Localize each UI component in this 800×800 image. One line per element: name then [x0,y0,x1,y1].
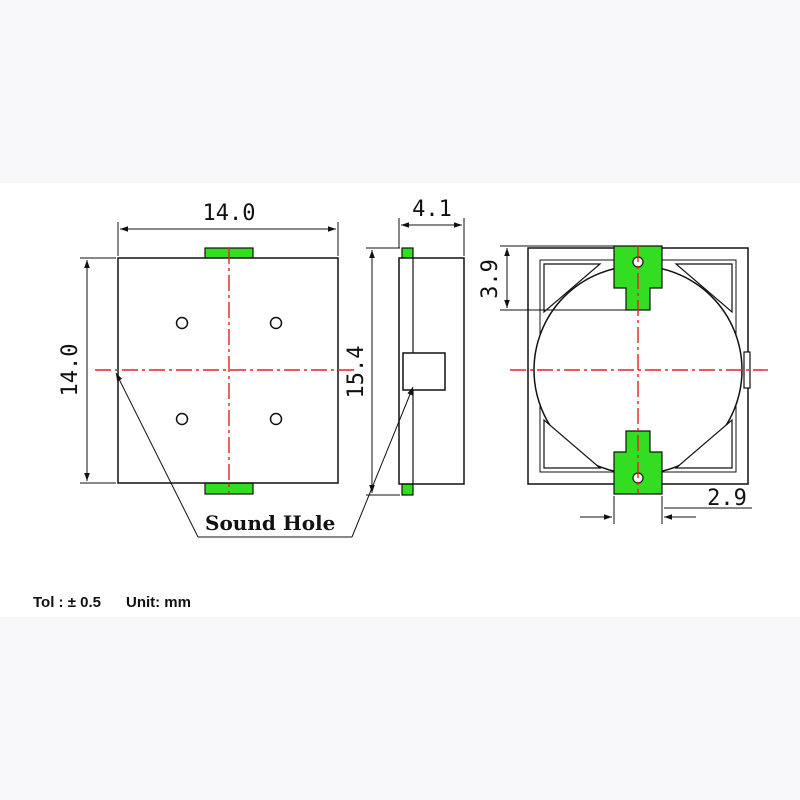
dim-front-width: 14.0 [117,201,339,256]
dim-front-height: 14.0 [58,257,116,484]
unit-text: Unit: mm [125,594,191,611]
front-view [95,247,358,495]
sound-hole-3 [175,412,189,426]
dim-back-pad-length: 3.9 [478,245,626,311]
side-view [398,247,465,496]
corner-triangle-bottom-left [543,418,602,469]
sound-hole-1 [175,316,189,330]
side-pad-bottom [401,483,414,496]
dim-back-pad-length-label: 3.9 [478,259,503,299]
dim-side-depth: 4.1 [398,197,465,256]
sound-hole-4 [269,412,283,426]
sound-hole-label: Sound Hole [205,511,335,535]
dim-back-pad-offset-label: 2.9 [707,486,747,511]
dim-front-width-label: 14.0 [203,201,256,226]
dim-front-height-label: 14.0 [58,344,83,397]
corner-triangle-top-right [674,263,733,314]
side-nozzle [402,352,446,391]
back-view [510,245,768,495]
corner-triangle-bottom-right [674,418,733,469]
corner-triangle-top-left [543,263,602,314]
dim-side-pad-span-label: 15.4 [344,346,369,399]
sound-hole-callout: Sound Hole [115,372,414,538]
tolerance-text: Tol : ± 0.5 [33,594,101,611]
dim-side-depth-label: 4.1 [412,197,452,222]
dim-side-pad-span: 15.4 [344,247,400,496]
dim-back-pad-offset: 2.9 [580,486,752,524]
spec-line: Tol : ± 0.5 Unit: mm [33,594,191,611]
sound-hole-2 [269,316,283,330]
